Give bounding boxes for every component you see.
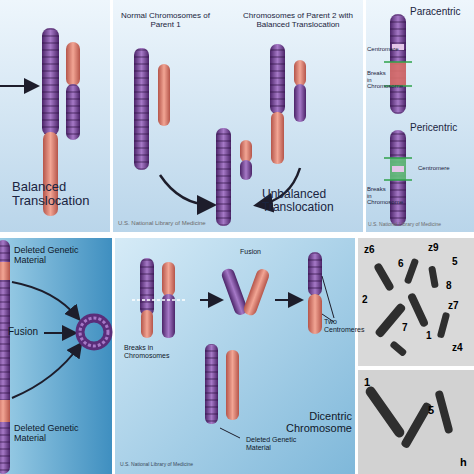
watermark: U.S. National Library of Medicine — [368, 222, 474, 228]
chromosome-number: z7 — [448, 300, 468, 311]
panel-letter: h — [460, 456, 474, 468]
chromosome-number: 7 — [402, 322, 416, 333]
callout-label: Breaks in Chromosome — [367, 186, 391, 206]
callout-label: Deleted Genetic Material — [246, 436, 306, 451]
callout-label: Fusion — [8, 326, 48, 337]
panel-title: Unbalanced Translocation — [262, 188, 358, 214]
callout-label: Fusion — [240, 248, 280, 256]
callout-label: Two Centromeres — [324, 318, 354, 333]
chromosome-number: 6 — [398, 258, 412, 269]
panel-title: Paracentric — [410, 6, 474, 17]
chromosome-number: 5 — [428, 404, 442, 416]
callout-label: Chromosomes of Parent 2 with Balanced Tr… — [238, 12, 358, 30]
callout-label: Normal Chromosomes of Parent 1 — [118, 12, 213, 30]
panel-title: Balanced Translocation — [12, 180, 107, 209]
callout-label: Breaks in Chromosome — [367, 70, 391, 90]
panel-title: Pericentric — [410, 122, 474, 133]
chromosome-number: 5 — [452, 256, 466, 267]
callout-label: Breaks in Chromosomes — [124, 344, 194, 359]
callout-label: Deleted Genetic Material — [14, 424, 94, 444]
watermark: U.S. National Library of Medicine — [118, 220, 258, 227]
chromosome-number: z9 — [428, 242, 448, 253]
chromosome-number: z4 — [452, 342, 472, 353]
callout-label: Deleted Genetic Material — [14, 246, 94, 266]
callout-label: Centromere — [418, 165, 474, 172]
chromosome-number: 1 — [364, 376, 378, 388]
chromosome-number: 2 — [362, 294, 376, 305]
watermark: U.S. National Library of Medicine — [120, 462, 260, 468]
callout-label: Centromere — [367, 46, 409, 53]
panel-title: Dicentric Chromosome — [268, 410, 352, 434]
chromosome-number: 1 — [426, 330, 440, 341]
chromosome-number: z6 — [364, 244, 384, 255]
chromosome-number: 8 — [446, 280, 460, 291]
